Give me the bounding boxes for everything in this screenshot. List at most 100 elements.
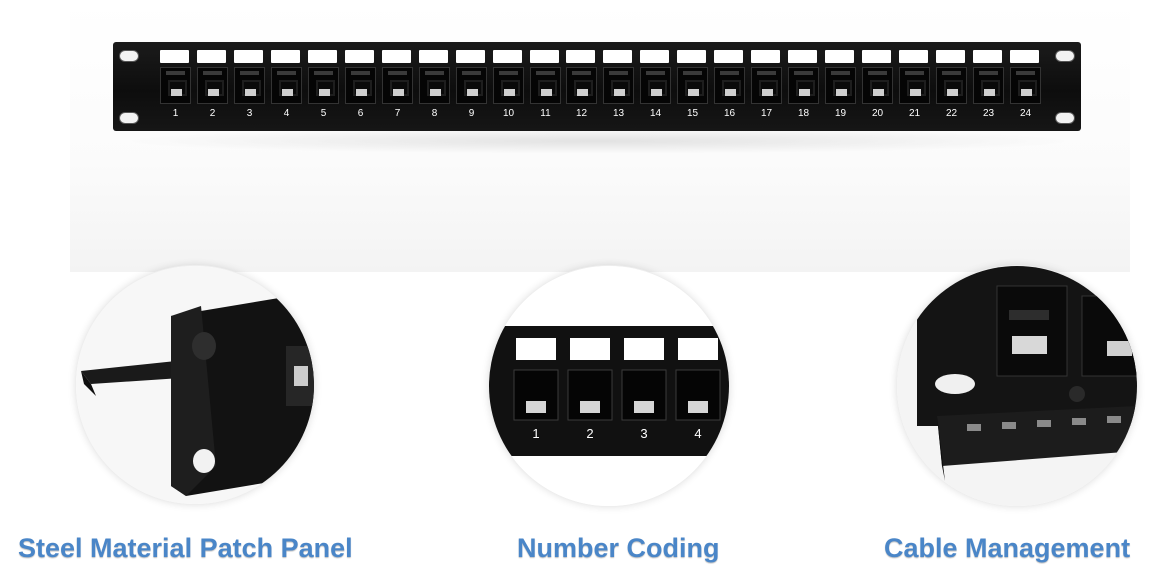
zoom-label-window-3 — [624, 338, 664, 360]
port-number-21: 21 — [908, 108, 921, 119]
port-number-8: 8 — [431, 108, 438, 119]
zoom-port-number-3: 3 — [640, 426, 647, 441]
rj45-port-22 — [936, 67, 967, 104]
rj45-port-7 — [382, 67, 413, 104]
mounting-hole-bottom-left — [119, 112, 139, 124]
port-number-13: 13 — [612, 108, 625, 119]
zoom-rj45-port-1 — [513, 369, 559, 421]
zoom-label-window-1 — [516, 338, 556, 360]
port-number-2: 2 — [209, 108, 216, 119]
caption-cable-management: Cable Management — [884, 533, 1131, 563]
label-window-9 — [456, 50, 485, 63]
rj45-port-9 — [456, 67, 487, 104]
cable-management-closeup — [896, 265, 1138, 507]
port-number-11: 11 — [540, 108, 551, 119]
port-number-7: 7 — [394, 108, 401, 119]
label-window-15 — [677, 50, 706, 63]
zoom-port-number-2: 2 — [586, 426, 593, 441]
caption-steel-material: Steel Material Patch Panel — [18, 533, 353, 563]
port-number-3: 3 — [246, 108, 253, 119]
rj45-port-21 — [899, 67, 930, 104]
label-window-23 — [973, 50, 1002, 63]
port-number-24: 24 — [1019, 108, 1032, 119]
label-window-8 — [419, 50, 448, 63]
rj45-port-24 — [1010, 67, 1041, 104]
zoom-port-contacts-4 — [688, 401, 708, 413]
mounting-hole-bottom-right — [1055, 112, 1075, 124]
label-window-14 — [640, 50, 669, 63]
label-window-24 — [1010, 50, 1039, 63]
label-window-5 — [308, 50, 337, 63]
rj45-port-11 — [530, 67, 561, 104]
mounting-hole-top-right — [1055, 50, 1075, 62]
rj45-port-13 — [603, 67, 634, 104]
label-window-16 — [714, 50, 743, 63]
rj45-port-15 — [677, 67, 708, 104]
rj45-port-5 — [308, 67, 339, 104]
label-window-1 — [160, 50, 189, 63]
number-coding-illustration: 1 2 3 4 — [489, 266, 729, 506]
panel-shadow — [118, 128, 1078, 154]
port-number-15: 15 — [686, 108, 699, 119]
zoom-port-number-4: 4 — [694, 426, 701, 441]
rj45-port-10 — [493, 67, 524, 104]
rj45-port-8 — [419, 67, 450, 104]
port-number-4: 4 — [283, 108, 290, 119]
label-window-20 — [862, 50, 891, 63]
rj45-port-2 — [197, 67, 228, 104]
port-number-9: 9 — [468, 108, 475, 119]
label-window-17 — [751, 50, 780, 63]
label-window-7 — [382, 50, 411, 63]
label-window-19 — [825, 50, 854, 63]
label-window-21 — [899, 50, 928, 63]
cable-management-illustration — [897, 266, 1137, 506]
label-window-13 — [603, 50, 632, 63]
rj45-port-4 — [271, 67, 302, 104]
rj45-port-23 — [973, 67, 1004, 104]
zoom-port-number-1: 1 — [532, 426, 539, 441]
port-number-19: 19 — [834, 108, 847, 119]
zoom-port-contacts-3 — [634, 401, 654, 413]
rj45-port-3 — [234, 67, 265, 104]
steel-bracket-illustration — [76, 266, 314, 504]
port-number-5: 5 — [320, 108, 327, 119]
port-number-6: 6 — [357, 108, 364, 119]
port-number-17: 17 — [760, 108, 773, 119]
port-number-1: 1 — [172, 108, 179, 119]
label-window-10 — [493, 50, 522, 63]
rj45-port-16 — [714, 67, 745, 104]
label-window-22 — [936, 50, 965, 63]
label-window-11 — [530, 50, 559, 63]
steel-material-closeup — [75, 265, 315, 505]
rj45-port-18 — [788, 67, 819, 104]
label-window-12 — [566, 50, 595, 63]
rj45-port-19 — [825, 67, 856, 104]
port-number-12: 12 — [575, 108, 588, 119]
rj45-port-12 — [566, 67, 597, 104]
zoom-port-contacts-1 — [526, 401, 546, 413]
rj45-port-14 — [640, 67, 671, 104]
label-window-3 — [234, 50, 263, 63]
port-number-18: 18 — [797, 108, 810, 119]
port-number-16: 16 — [723, 108, 736, 119]
zoom-label-window-4 — [678, 338, 718, 360]
label-window-2 — [197, 50, 226, 63]
label-window-4 — [271, 50, 300, 63]
mounting-hole-top-left — [119, 50, 139, 62]
port-number-20: 20 — [871, 108, 884, 119]
port-number-23: 23 — [982, 108, 995, 119]
port-number-14: 14 — [649, 108, 662, 119]
port-number-10: 10 — [502, 108, 515, 119]
rj45-port-1 — [160, 67, 191, 104]
label-window-18 — [788, 50, 817, 63]
port-number-22: 22 — [945, 108, 958, 119]
zoom-label-window-2 — [570, 338, 610, 360]
rj45-port-20 — [862, 67, 893, 104]
rj45-port-6 — [345, 67, 376, 104]
caption-number-coding: Number Coding — [517, 533, 720, 563]
rj45-port-17 — [751, 67, 782, 104]
label-window-6 — [345, 50, 374, 63]
zoom-port-contacts-2 — [580, 401, 600, 413]
number-coding-closeup: 1 2 3 4 — [488, 265, 730, 507]
